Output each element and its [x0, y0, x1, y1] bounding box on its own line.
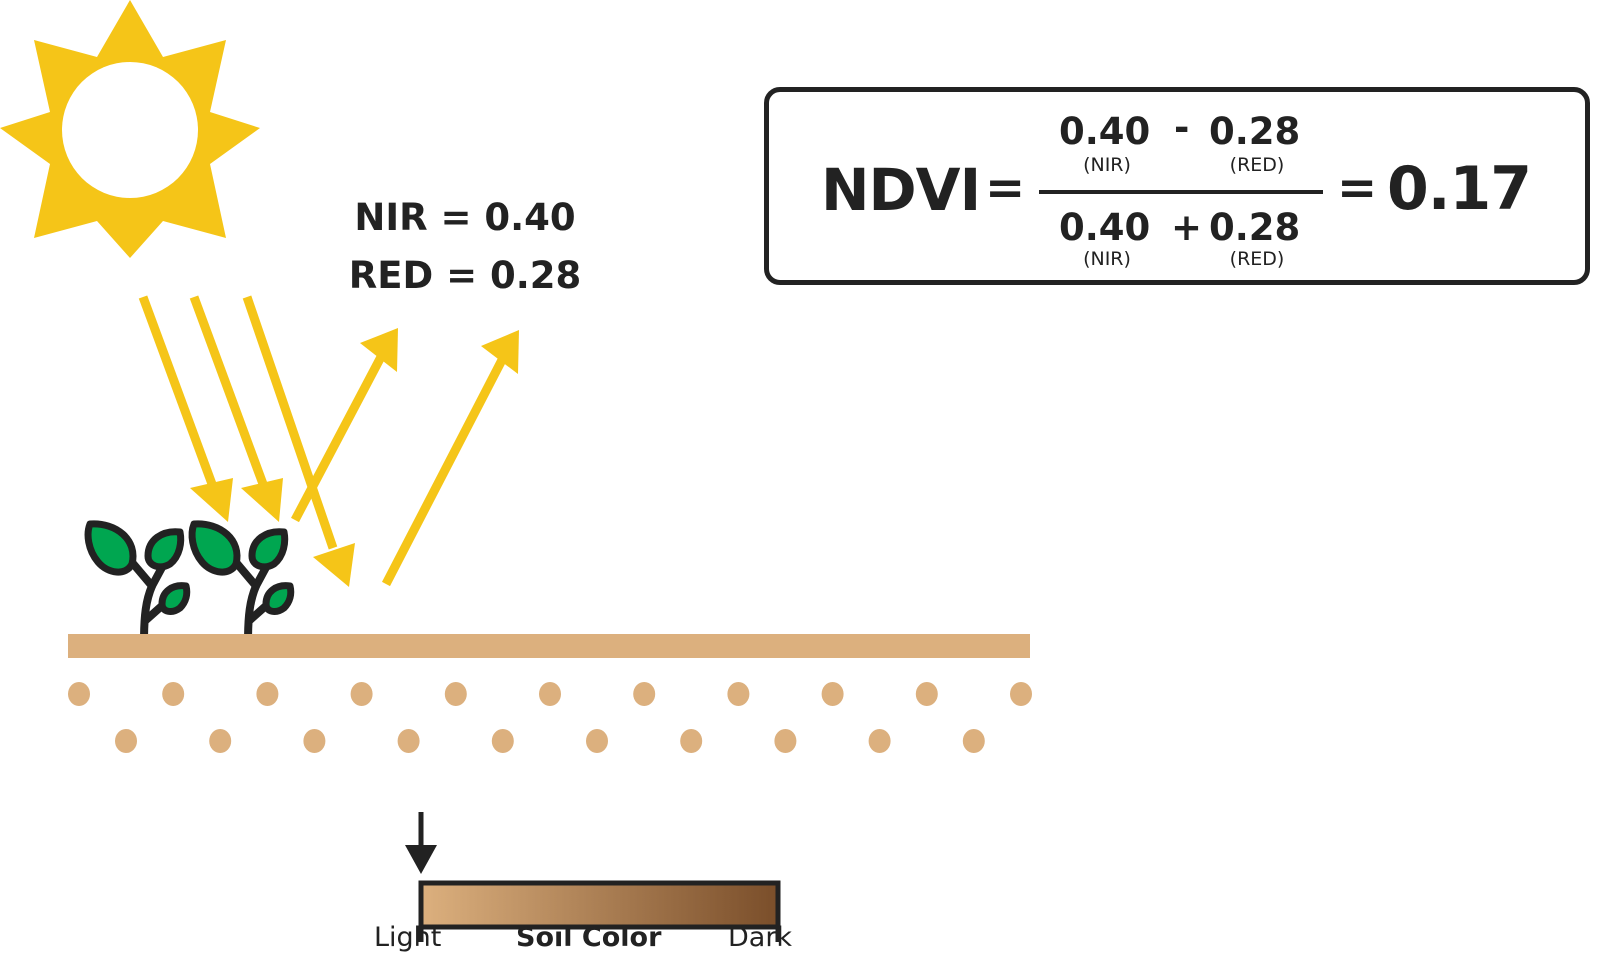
soil-color-gradient-bar	[418, 880, 781, 930]
soil-particles	[68, 682, 1032, 753]
reflected-rays	[291, 328, 519, 587]
numerator-red-value: 0.28	[1209, 110, 1301, 153]
denominator-red-value: 0.28	[1209, 206, 1301, 249]
ndvi-label: NDVI	[821, 156, 981, 224]
soil-particle	[962, 729, 985, 753]
soil-particle	[162, 682, 185, 706]
soil-particle	[727, 682, 750, 706]
equals-sign: =	[985, 160, 1026, 216]
numerator-nir-value: 0.40	[1059, 110, 1151, 153]
denominator-operator: +	[1171, 206, 1203, 249]
denominator-red-tag: (RED)	[1229, 248, 1285, 270]
soil-particle	[491, 729, 514, 753]
soil-particle	[774, 729, 797, 753]
reflected-ray-arrow	[382, 330, 519, 587]
soil-surface	[68, 634, 1030, 658]
soil-particle	[303, 729, 326, 753]
incoming-ray-arrow	[242, 295, 355, 587]
soil-particle	[68, 682, 90, 706]
red-readout: RED = 0.28	[348, 254, 582, 297]
soil-particle	[821, 682, 844, 706]
plant-icon	[84, 520, 191, 646]
soil-particle	[586, 729, 608, 753]
fraction-bar	[1039, 190, 1323, 194]
denominator-nir-tag: (NIR)	[1083, 248, 1131, 270]
soil-indicator-arrow	[405, 812, 437, 874]
soil-particle	[915, 682, 938, 706]
ndvi-result: 0.17	[1387, 154, 1532, 224]
incoming-rays	[138, 295, 355, 587]
numerator-red-tag: (RED)	[1229, 154, 1285, 176]
soil-particle	[444, 682, 467, 706]
denominator-nir-value: 0.40	[1059, 206, 1151, 249]
numerator-operator: -	[1174, 106, 1190, 149]
soil-particle	[256, 682, 279, 706]
soil-particle	[539, 682, 561, 706]
scale-max-label: Dark	[728, 922, 793, 953]
sun-icon	[0, 0, 260, 258]
equals-sign: =	[1337, 160, 1378, 216]
soil-color-scale	[405, 812, 781, 942]
soil-particle	[209, 729, 232, 753]
soil-particle	[115, 729, 137, 753]
soil-particle	[397, 729, 420, 753]
soil-particle	[868, 729, 891, 753]
incoming-ray-arrow	[138, 295, 233, 522]
plant-icon	[188, 520, 295, 646]
numerator-nir-tag: (NIR)	[1083, 154, 1131, 176]
incoming-ray-arrow	[189, 295, 283, 522]
soil-particle	[633, 682, 656, 706]
scale-title: Soil Color	[516, 922, 662, 953]
ndvi-formula-box: NDVI = 0.40 - 0.28 (NIR) (RED) 0.40 + 0.…	[764, 87, 1590, 285]
nir-readout: NIR = 0.40	[354, 196, 576, 239]
soil-particle	[1010, 682, 1032, 706]
scale-min-label: Light	[374, 922, 442, 953]
soil-particle	[680, 729, 703, 753]
reflected-ray-arrow	[291, 328, 398, 523]
soil-particle	[350, 682, 373, 706]
